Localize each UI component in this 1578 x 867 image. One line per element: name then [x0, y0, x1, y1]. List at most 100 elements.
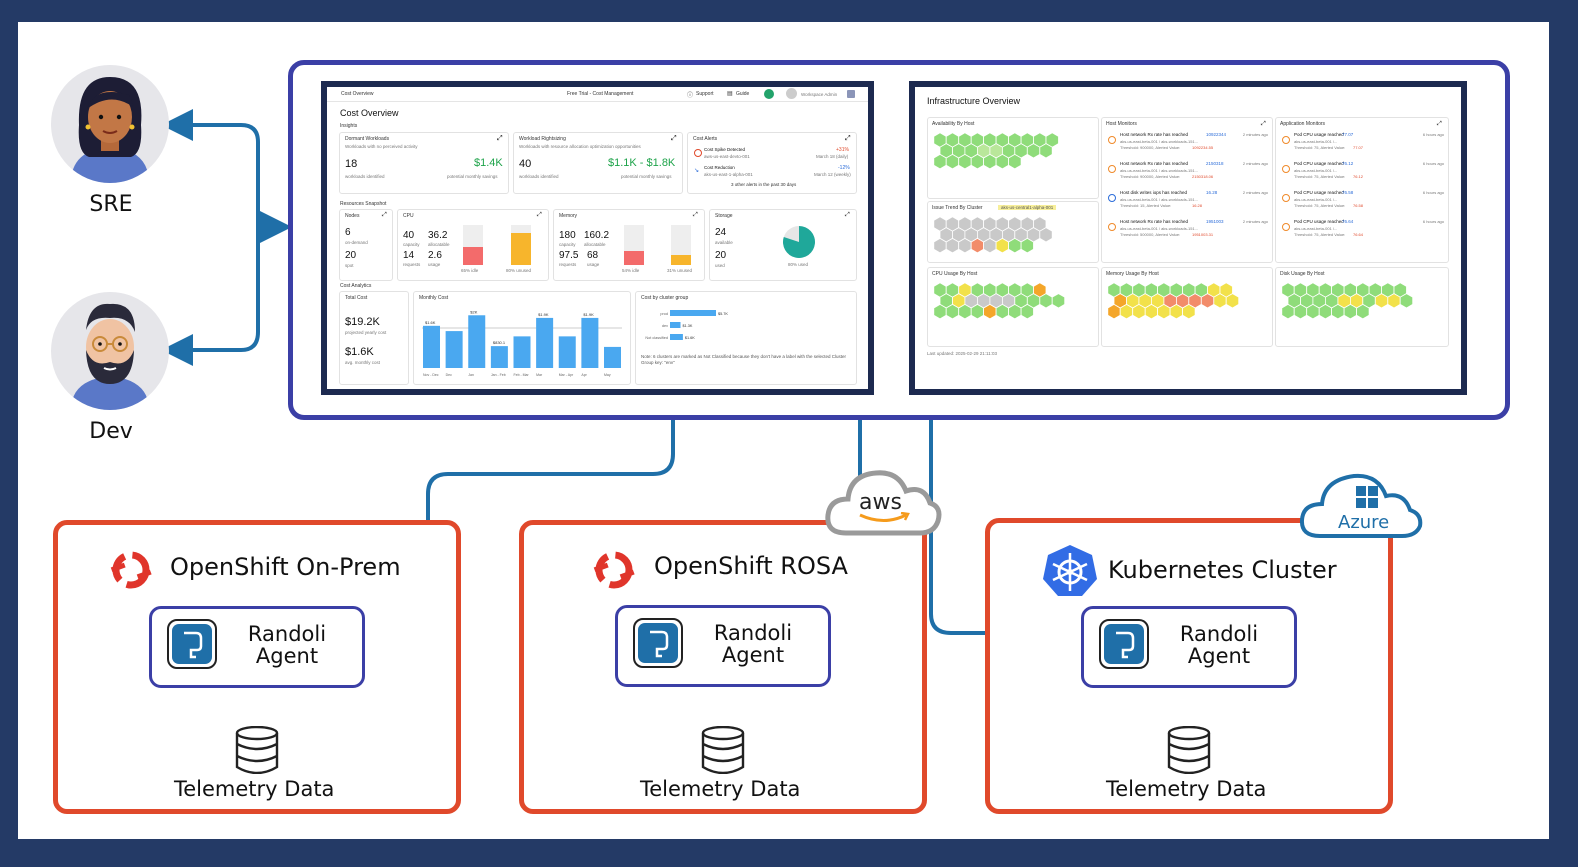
host-hex — [1200, 293, 1215, 309]
mem-alloc-label: allocatable — [584, 242, 606, 247]
host-hex — [958, 303, 972, 320]
alert-icon — [1282, 165, 1290, 173]
storage-card[interactable]: Storage ⤢ 24 available 20 used 80% used — [709, 209, 857, 281]
monthly-bar-label: $1.9K — [538, 312, 549, 317]
host-hex — [1331, 303, 1345, 320]
host-hex — [933, 303, 947, 320]
last-updated: Last updated: 2025-02-29 21:11:03 — [927, 351, 997, 356]
host-hex — [933, 153, 947, 170]
expand-icon[interactable]: ⤢ — [845, 135, 851, 142]
alert-link[interactable]: 2150318 — [1206, 161, 1224, 166]
nodes-card[interactable]: Nodes ⤢ 6 on-demand 20 spot — [339, 209, 393, 281]
memory-usage-card[interactable]: Memory Usage By Host — [1101, 267, 1273, 347]
card-title: CPU Usage By Host — [932, 271, 978, 277]
expand-icon[interactable]: ⤢ — [537, 212, 542, 218]
mem-alloc: 160.2 — [584, 230, 610, 241]
guide-icon[interactable]: ▤ — [727, 91, 733, 97]
cluster-title-kubernetes: Kubernetes Cluster — [1108, 556, 1337, 584]
avg-monthly-label: avg. monthly cost — [345, 360, 381, 365]
alert-time: 2 minutes ago — [1242, 161, 1268, 166]
host-hex — [1169, 303, 1183, 320]
group-bar — [670, 322, 681, 328]
cpu-usage-card[interactable]: CPU Usage By Host — [927, 267, 1099, 347]
mem-requests: 97.5 — [559, 250, 579, 261]
expand-icon[interactable]: ⤢ — [693, 212, 698, 218]
host-hex — [1318, 303, 1332, 320]
alert-threshold: Threshold: 15, Alerted Value: — [1120, 203, 1172, 208]
expand-icon[interactable]: ⤢ — [497, 135, 503, 142]
expand-icon[interactable]: ⤢ — [1261, 121, 1266, 127]
infra-title: Infrastructure Overview — [927, 96, 1021, 106]
issue-trend-card[interactable]: Issue Trend By Cluster aks-us-central1-a… — [927, 201, 1099, 263]
database-icon — [701, 726, 745, 774]
cpu-card[interactable]: CPU ⤢ 40 capacity 36.2 allocatable 14 re… — [397, 209, 549, 281]
card-title: Issue Trend By Cluster — [932, 205, 983, 211]
alert-link[interactable]: 10922344 — [1206, 132, 1227, 137]
disk-usage-card[interactable]: Disk Usage By Host — [1275, 267, 1449, 347]
alert-link[interactable]: 76.58 — [1342, 190, 1354, 195]
total-cost-card[interactable]: Total Cost $19.2K projected yearly cost … — [339, 291, 409, 385]
expand-icon[interactable]: ⤢ — [671, 135, 677, 142]
app-monitors-card[interactable]: Application Monitors ⤢ Pod CPU usage rea… — [1275, 117, 1449, 263]
rightsizing-card[interactable]: Workload Rightsizing Workloads with reso… — [513, 132, 683, 194]
host-hex — [1020, 237, 1034, 254]
cpu-alloc-label: allocatable — [428, 242, 450, 247]
topbar-user[interactable]: Workspace Admin — [801, 92, 838, 97]
infrastructure-overview-screen[interactable]: Infrastructure Overview Availability By … — [909, 81, 1467, 395]
card-title: Storage — [715, 213, 733, 219]
chat-icon[interactable] — [764, 89, 774, 99]
alert-link[interactable]: 16.28 — [1206, 190, 1218, 195]
alert-link[interactable]: 76.12 — [1342, 161, 1354, 166]
alerts-more-link[interactable]: 3 other alerts in the past 30 days — [731, 182, 797, 187]
alert-threshold: Threshold: 75, Alerted Value: — [1294, 232, 1346, 237]
expand-icon[interactable]: ⤢ — [382, 212, 387, 218]
group-tick-label: Not classified — [645, 336, 668, 340]
support-link[interactable]: Support — [696, 91, 714, 97]
host-hex — [1107, 303, 1121, 320]
card-title: Cost by cluster group — [641, 295, 689, 301]
cpu-usage: 2.6 — [428, 250, 442, 261]
cpu-unused-bar — [511, 225, 531, 265]
alert-link[interactable]: 76.64 — [1342, 219, 1354, 224]
disk-usage-hexmap — [1281, 282, 1414, 320]
availability-card[interactable]: Availability By Host — [927, 117, 1099, 199]
dormant-workloads-card[interactable]: Dormant Workloads Workloads with no perc… — [339, 132, 509, 194]
menu-icon[interactable] — [847, 90, 855, 98]
host-monitors-card[interactable]: Host Monitors ⤢ Host network Rx rate has… — [1101, 117, 1273, 263]
alert-link[interactable]: 77.07 — [1342, 132, 1354, 137]
host-hex — [1119, 303, 1134, 320]
azure-cloud-icon — [1299, 473, 1423, 538]
expand-icon[interactable]: ⤢ — [845, 212, 850, 218]
spike-icon — [694, 149, 702, 157]
support-icon[interactable]: ⓘ — [687, 93, 694, 99]
memory-card[interactable]: Memory ⤢ 180 capacity 160.2 allocatable … — [553, 209, 705, 281]
host-hex — [1132, 303, 1146, 320]
alert-1-title: Cost Spike Detected — [704, 147, 746, 152]
alert-sub: aks-us-east-beta-001 /... — [1294, 168, 1338, 173]
cost-alerts-card[interactable]: Cost Alerts ⤢ Cost Spike Detected aws-us… — [687, 132, 857, 194]
monthly-bar-label: $1.9K — [583, 312, 594, 317]
guide-link[interactable]: Guide — [736, 91, 750, 97]
host-hex — [970, 303, 984, 320]
alert-time: 6 hours ago — [1422, 219, 1444, 224]
alert-time: 2 minutes ago — [1242, 132, 1268, 137]
alert-link[interactable]: 1951003 — [1206, 219, 1224, 224]
aws-label: aws — [859, 490, 902, 515]
rightsizing-count: 40 — [519, 158, 532, 170]
user-avatar-icon[interactable] — [786, 88, 797, 99]
issue-trend-filter[interactable]: aks-us-central1-alpha-001 — [998, 205, 1057, 210]
cost-overview-screen[interactable]: Cost Overview Free Trial - Cost Manageme… — [321, 81, 874, 395]
monthly-tick-label: Jan — [468, 373, 474, 377]
cpu-capacity-label: capacity — [403, 242, 420, 247]
expand-icon[interactable]: ⤢ — [1437, 121, 1442, 127]
